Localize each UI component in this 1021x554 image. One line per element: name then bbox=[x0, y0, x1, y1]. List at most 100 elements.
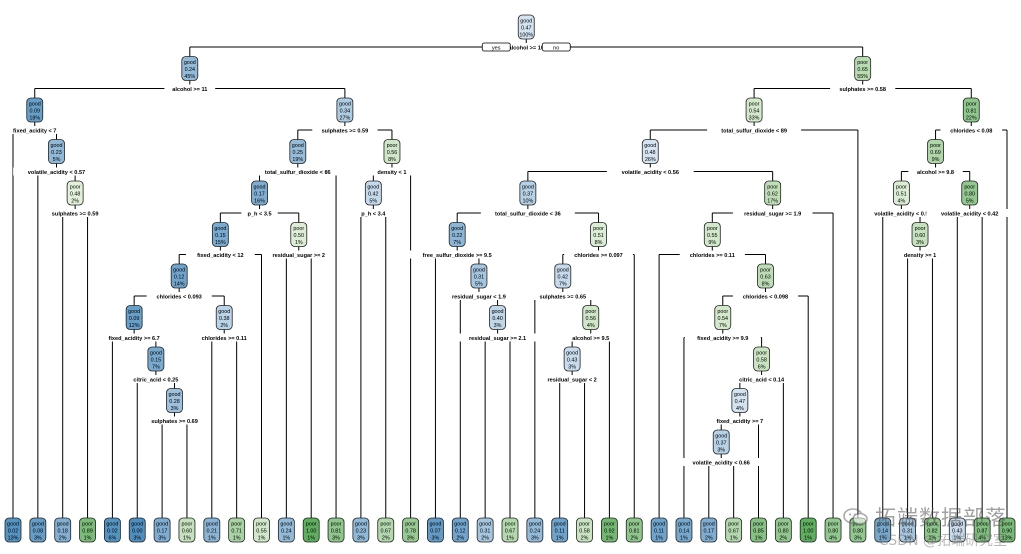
node-prob: 0.18 bbox=[57, 529, 68, 535]
node-class: poor bbox=[1002, 522, 1013, 528]
node-class: poor bbox=[593, 226, 604, 232]
node-prob: 0.02 bbox=[107, 529, 118, 535]
node-class: poor bbox=[707, 226, 718, 232]
node-percent: 1% bbox=[953, 536, 961, 542]
node-prob: 0.40 bbox=[492, 316, 503, 322]
node-percent: 2% bbox=[779, 536, 787, 542]
node-box bbox=[277, 517, 295, 543]
node-percent: 5% bbox=[53, 157, 61, 163]
node-box bbox=[215, 305, 233, 330]
split-label-bg bbox=[164, 84, 216, 93]
node-box bbox=[290, 222, 308, 247]
split-label: volatile_acidity < 0.66 bbox=[693, 461, 750, 467]
node-box bbox=[700, 517, 718, 543]
node-class: poor bbox=[256, 522, 267, 528]
node-box bbox=[911, 222, 929, 247]
node-prob: 0.31 bbox=[902, 529, 913, 535]
node-class: good bbox=[653, 522, 665, 528]
split-label-bg bbox=[185, 250, 255, 259]
node-percent: 5% bbox=[966, 199, 974, 205]
split-label-bg bbox=[677, 458, 765, 466]
node-class: poor bbox=[927, 522, 938, 528]
node-class: good bbox=[206, 522, 218, 528]
split-label: free_sulfur_dioxide >= 9.5 bbox=[423, 253, 492, 259]
node-class: poor bbox=[405, 522, 416, 528]
node-class: poor bbox=[828, 522, 839, 528]
node-box bbox=[641, 139, 659, 164]
node-box bbox=[712, 429, 730, 455]
node-box bbox=[948, 517, 966, 543]
node-class: good bbox=[644, 143, 656, 149]
split-label: p_h < 3.4 bbox=[361, 212, 386, 218]
split-label: sulphates >= 0.58 bbox=[839, 87, 886, 93]
node-prob: 0.89 bbox=[82, 529, 93, 535]
node-class: good bbox=[280, 522, 292, 528]
node-box bbox=[153, 517, 171, 543]
node-box bbox=[731, 388, 749, 413]
split-label-bg bbox=[191, 333, 257, 342]
node-box bbox=[448, 222, 466, 247]
node-class: good bbox=[678, 522, 690, 528]
node-prob: 0.58 bbox=[756, 358, 767, 364]
node-box bbox=[427, 517, 444, 543]
node-percent: 2% bbox=[220, 323, 228, 329]
node-box bbox=[253, 517, 270, 543]
node-class: poor bbox=[966, 102, 977, 108]
node-class: poor bbox=[82, 522, 93, 528]
split-label-bg bbox=[830, 84, 896, 93]
node-prob: 0.11 bbox=[555, 529, 565, 535]
node-percent: 2% bbox=[581, 536, 589, 542]
node-percent: 1% bbox=[307, 536, 315, 542]
node-prob: 0.43 bbox=[952, 529, 963, 535]
node-class: poor bbox=[767, 185, 778, 191]
node-percent: 4% bbox=[978, 536, 986, 542]
node-prob: 0.80 bbox=[853, 529, 864, 535]
node-percent: 15% bbox=[215, 240, 226, 246]
split-label-bg bbox=[370, 167, 414, 176]
split-label-bg bbox=[606, 167, 694, 176]
node-prob: 0.92 bbox=[604, 529, 615, 535]
node-class: poor bbox=[977, 522, 988, 528]
yes-tag-box bbox=[481, 42, 511, 52]
node-percent: 1% bbox=[606, 536, 614, 542]
node-percent: 13% bbox=[8, 536, 19, 542]
node-box bbox=[750, 517, 767, 543]
node-class: good bbox=[429, 522, 441, 528]
node-box bbox=[128, 517, 146, 543]
node-percent: 3% bbox=[854, 536, 862, 542]
split-label-bg bbox=[896, 250, 944, 259]
split-label: total_sulfur_dioxide < 89 bbox=[721, 129, 787, 135]
node-box bbox=[899, 517, 916, 543]
node-percent: 7% bbox=[453, 240, 461, 246]
split-label-bg bbox=[2, 126, 68, 134]
split-label: fixed_acidity >= 9.9 bbox=[697, 336, 748, 342]
node-prob: 0.54 bbox=[749, 109, 760, 115]
split-label-bg bbox=[684, 333, 761, 342]
node-percent: 3% bbox=[717, 448, 725, 454]
node-class: good bbox=[339, 102, 351, 108]
node-prob: 0.17 bbox=[157, 529, 168, 535]
node-box bbox=[251, 180, 268, 206]
node-class: poor bbox=[778, 522, 789, 528]
split-label-bg bbox=[732, 292, 799, 300]
split-label-bg bbox=[250, 167, 345, 176]
node-prob: 0.71 bbox=[231, 529, 242, 535]
node-box bbox=[327, 517, 345, 543]
